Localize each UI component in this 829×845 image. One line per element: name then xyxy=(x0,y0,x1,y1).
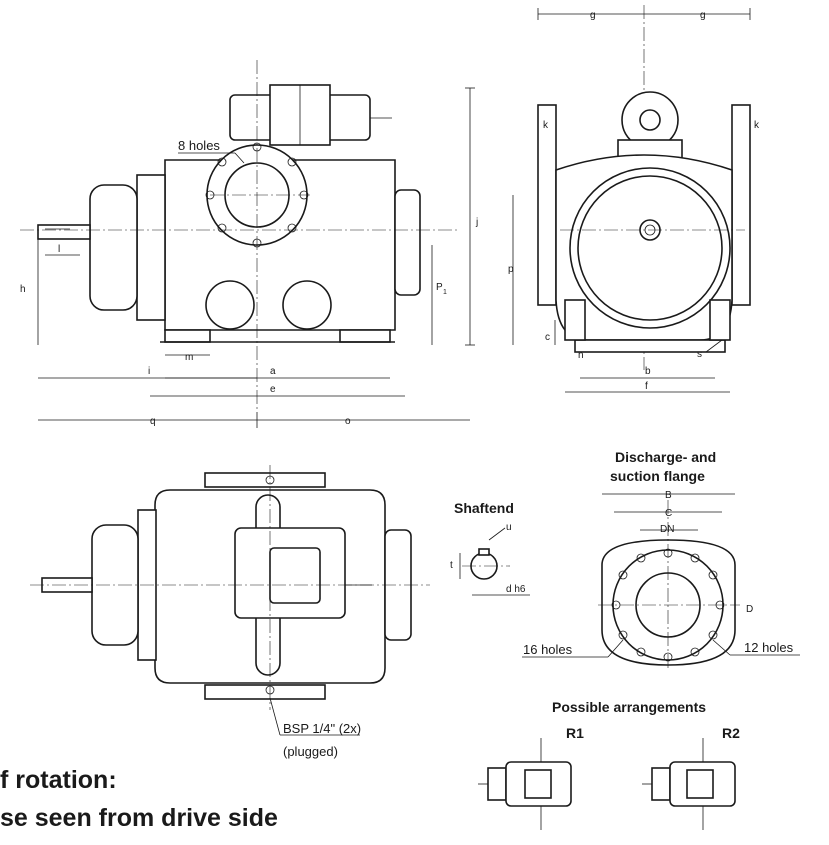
dim-o: o xyxy=(345,416,351,427)
dim-q: q xyxy=(150,416,156,427)
dim-e: e xyxy=(270,384,276,395)
label-12-holes: 12 holes xyxy=(744,640,794,655)
flange-title-1: Discharge- and xyxy=(615,449,716,465)
r1-label: R1 xyxy=(566,725,584,741)
dim-p1: P xyxy=(436,282,443,293)
dim-t: t xyxy=(450,560,453,571)
label-plugged: (plugged) xyxy=(283,744,338,759)
dim-a: a xyxy=(270,366,276,377)
side-view: g g k k p c n s b xyxy=(508,5,760,393)
label-16-holes: 16 holes xyxy=(523,642,573,657)
top-view: BSP 1/4" (2x) (plugged) xyxy=(30,465,430,759)
shaftend-view: Shaftend t d h6 u xyxy=(450,500,530,596)
dim-DN: DN xyxy=(660,524,674,535)
dim-p: p xyxy=(508,264,514,275)
dim-f: f xyxy=(645,381,648,392)
r2-label: R2 xyxy=(722,725,740,741)
dim-g-left: g xyxy=(590,10,596,21)
flange-title-2: suction flange xyxy=(610,468,705,484)
dim-h: h xyxy=(20,284,26,295)
rotation-line-2: se seen from drive side xyxy=(0,804,278,832)
dim-n: n xyxy=(578,350,584,361)
dim-b: b xyxy=(645,366,651,377)
front-view: 8 holes j P 1 h l m i a e q o xyxy=(20,60,478,428)
dim-D: D xyxy=(746,604,753,615)
dim-p1-sub: 1 xyxy=(443,289,447,296)
dim-C: C xyxy=(665,508,672,519)
rotation-line-1: f rotation: xyxy=(0,766,117,794)
dim-u: u xyxy=(506,522,512,533)
dim-g-right: g xyxy=(700,10,706,21)
dim-s: s xyxy=(697,349,702,360)
flange-view: Discharge- and suction flange B C DN xyxy=(522,449,800,670)
arrangement-r1: R1 xyxy=(478,725,584,830)
dim-c: c xyxy=(545,332,550,343)
label-8-holes: 8 holes xyxy=(178,138,220,153)
arrangement-r2: R2 xyxy=(642,725,740,830)
dim-l: l xyxy=(58,244,60,255)
arrangements-title: Possible arrangements xyxy=(552,699,706,715)
dim-j: j xyxy=(475,217,478,228)
flange-holes xyxy=(611,548,725,662)
label-bsp: BSP 1/4" (2x) xyxy=(283,721,361,736)
dim-m: m xyxy=(185,352,193,363)
arrangements: Possible arrangements R1 R2 xyxy=(478,699,740,830)
dim-dh6: d h6 xyxy=(506,584,526,595)
dim-k-left: k xyxy=(543,120,549,131)
dim-k-right: k xyxy=(754,120,760,131)
dim-i: i xyxy=(148,366,150,377)
dim-B: B xyxy=(665,490,672,501)
shaftend-title: Shaftend xyxy=(454,500,514,516)
